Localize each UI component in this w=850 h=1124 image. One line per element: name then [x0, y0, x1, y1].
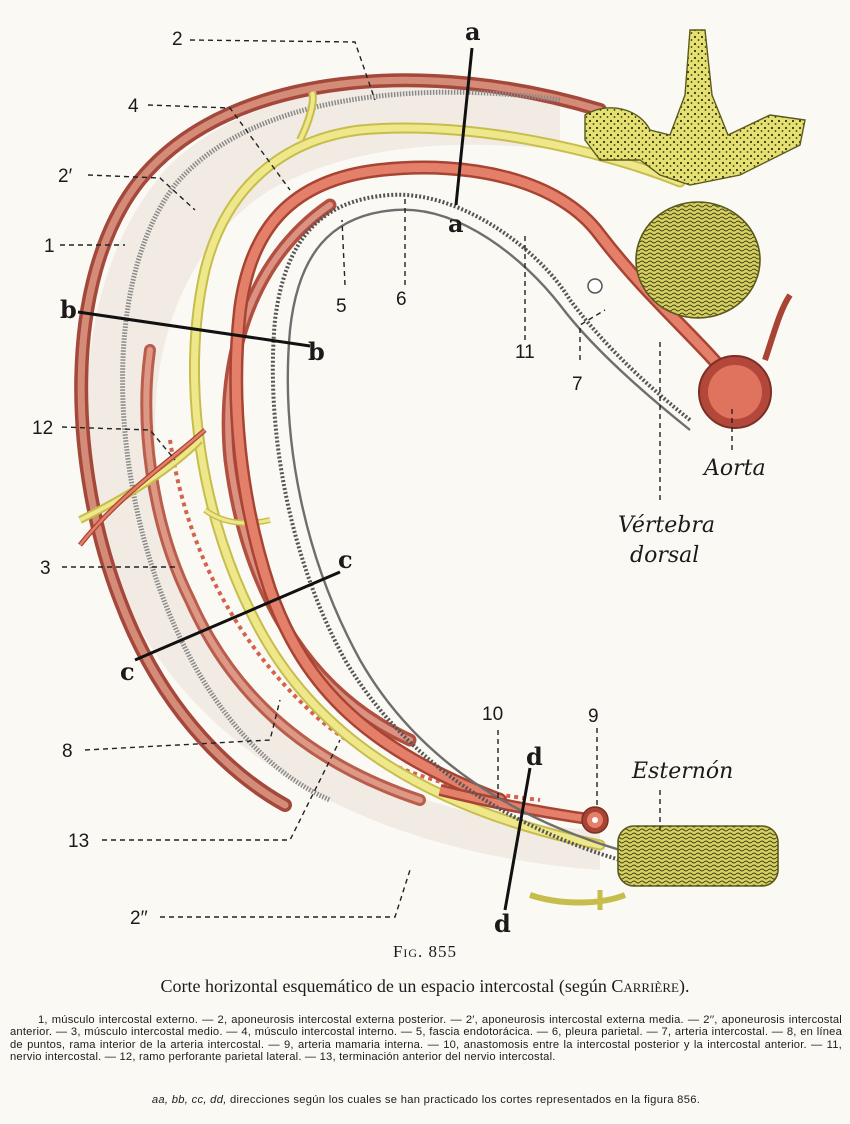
caption-title: Corte horizontal esquemático de un espac… — [160, 976, 612, 996]
label-3: 3 — [40, 558, 51, 579]
endothoracic-fascia — [270, 192, 692, 862]
cut-label-d-bottom: d — [494, 909, 511, 938]
label-10: 10 — [482, 704, 503, 725]
cut-label-d-top: d — [526, 742, 543, 771]
figure-caption: Corte horizontal esquemático de un espac… — [0, 976, 850, 997]
note-text: direcciones según los cuales se han prac… — [226, 1094, 701, 1106]
label-2-prime: 2′ — [58, 166, 73, 187]
note-letters: aa, bb, cc, dd, — [151, 1094, 227, 1106]
cut-label-c-bottom: c — [120, 657, 135, 686]
label-vertebra-1: Vértebra — [618, 513, 715, 538]
label-5: 5 — [336, 296, 347, 317]
label-7: 7 — [572, 374, 583, 395]
label-6: 6 — [396, 289, 407, 310]
label-13: 13 — [68, 831, 89, 852]
caption-title-end: ). — [678, 976, 690, 996]
anterior-nerve-ending — [529, 892, 627, 906]
vertebral-arch — [584, 29, 806, 186]
external-aponeurosis — [120, 89, 561, 803]
label-12: 12 — [32, 418, 53, 439]
external-intercostal-muscle-inner — [77, 76, 604, 809]
cut-line-cc — [134, 570, 341, 662]
cut-label-c-top: c — [338, 545, 353, 574]
label-aorta: Aorta — [702, 456, 766, 481]
sternum — [617, 825, 779, 887]
vein-lumen — [587, 278, 603, 294]
label-4: 4 — [128, 96, 139, 117]
label-1: 1 — [44, 236, 55, 257]
cut-line-aa — [454, 47, 474, 206]
label-9: 9 — [588, 706, 599, 727]
label-2-double-prime: 2′′ — [130, 908, 148, 929]
parietal-pleura — [286, 208, 691, 852]
label-esternon: Esternón — [631, 759, 733, 784]
intercostal-space-shading — [87, 82, 601, 870]
cut-label-b-left: b — [60, 295, 77, 324]
intercostal-space-diagram: 2 4 2′ 1 12 3 8 13 2′′ 5 6 11 7 10 9 Aor… — [32, 17, 806, 938]
figure-note: aa, bb, cc, dd, direcciones según los cu… — [10, 1094, 842, 1106]
caption-author: Carrière — [611, 976, 679, 996]
internal-intercostal-muscle — [221, 198, 417, 747]
cut-line-bb — [77, 310, 311, 348]
figure-legend: 1, músculo intercostal externo. — 2, apo… — [10, 1014, 842, 1064]
figure-number: Fig. 855 — [392, 942, 458, 961]
vertebral-body — [635, 201, 761, 319]
cut-label-b-right: b — [308, 337, 325, 366]
label-8: 8 — [62, 741, 73, 762]
label-2: 2 — [172, 29, 183, 50]
label-vertebra-2: dorsal — [630, 543, 699, 568]
cut-label-a-bottom: a — [448, 209, 464, 238]
cut-line-dd — [503, 767, 532, 911]
label-11: 11 — [515, 342, 535, 363]
cut-label-a-top: a — [465, 17, 481, 46]
